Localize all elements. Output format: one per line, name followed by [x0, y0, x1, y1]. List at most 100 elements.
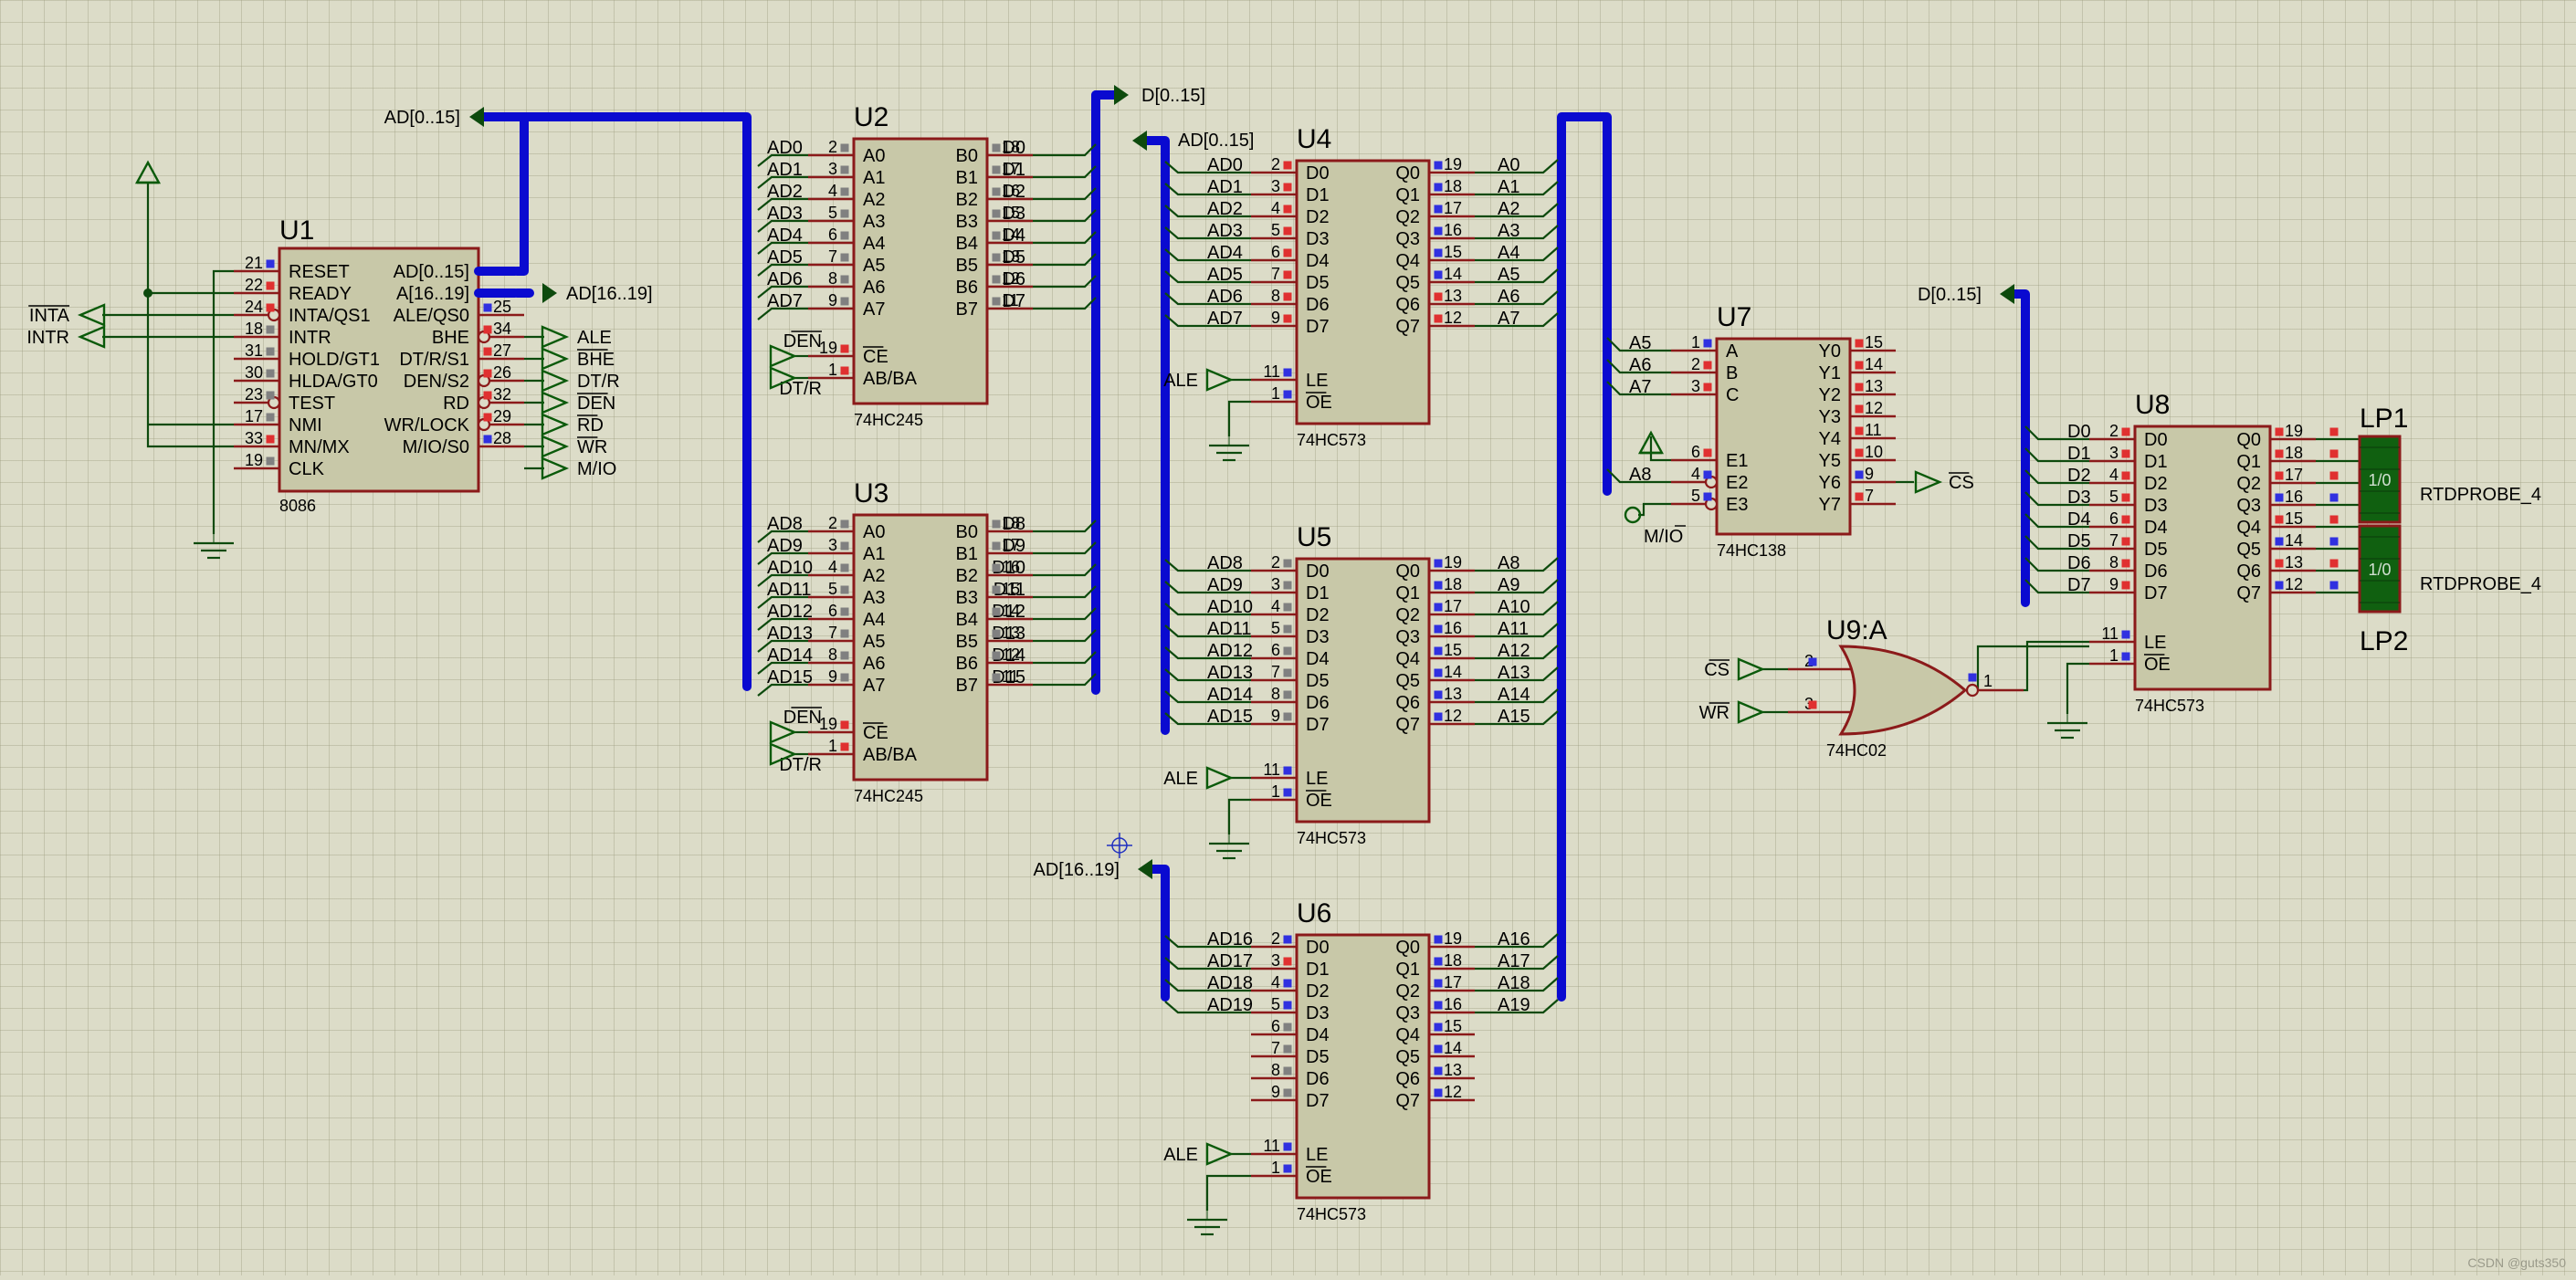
u8-lnum-8: 11 — [2101, 624, 2119, 643]
gate-u9 — [1788, 645, 2024, 736]
u1-rstate-4 — [483, 347, 492, 356]
u5-lnum-1: 3 — [1271, 575, 1280, 593]
u3-rlbl-7: B7 — [956, 676, 978, 696]
u2-rlbl-6: B6 — [956, 278, 978, 298]
u8-lwire-5 — [2024, 535, 2089, 551]
u7-lnum-1: 2 — [1691, 355, 1700, 373]
chip-u8 — [2089, 425, 2316, 691]
u3-rnum-0: 18 — [1002, 514, 1020, 532]
u7-lbl-5: E3 — [1726, 495, 1748, 515]
u2-lnum-0: 2 — [828, 138, 837, 156]
u1-lbl-4: HOLD/GT1 — [289, 350, 380, 370]
u6-lbl-8: LE — [1306, 1145, 1328, 1165]
u3-lstate-9 — [840, 742, 849, 751]
probe-ref-1: LP2 — [2360, 626, 2408, 656]
u3-lbl-6: A6 — [863, 654, 885, 674]
u5-lstate-1 — [1283, 581, 1292, 590]
u2-rnum-1: 17 — [1002, 160, 1020, 178]
u3-rlbl-4: B4 — [956, 610, 978, 630]
u2-lwire-5 — [757, 263, 808, 277]
u3-lbl-4: A4 — [863, 610, 885, 630]
u5-rlbl-0: Q0 — [1395, 561, 1420, 582]
u6-rstate-4 — [1434, 1023, 1443, 1032]
u4-rnum-6: 13 — [1444, 287, 1462, 305]
u4-lstate-0 — [1283, 161, 1292, 170]
u8-probe-pin-3 — [2329, 493, 2339, 502]
u8-lbl-8: LE — [2144, 633, 2166, 653]
u6-rnum-3: 16 — [1444, 995, 1462, 1013]
u5-rwire-2 — [1475, 601, 1559, 616]
u2-lstate-3 — [840, 209, 849, 218]
u8-rnum-0: 19 — [2285, 422, 2303, 440]
u2-rnet-0: D0 — [1002, 138, 1025, 158]
u1-out-terminal-icon-2 — [541, 369, 570, 393]
ad-bus-right — [1137, 136, 1170, 735]
u3-den-terminal-icon — [769, 720, 798, 744]
u8-rlbl-6: Q6 — [2236, 561, 2261, 582]
u4-rwire-4 — [1475, 247, 1559, 262]
u1-lnum-0: 21 — [245, 254, 263, 272]
u4-lstate-2 — [1283, 205, 1292, 214]
u4-lbl-4: D4 — [1306, 251, 1330, 271]
u7-rstate-1 — [1855, 361, 1864, 370]
u8-lnum-4: 6 — [2109, 509, 2119, 528]
u2-rstate-3 — [992, 209, 1001, 218]
u5-rnet-7: A15 — [1498, 707, 1530, 727]
u4-lnum-5: 7 — [1271, 265, 1280, 283]
u4-rwire-2 — [1475, 203, 1559, 218]
u3-lnet-7: AD15 — [767, 667, 813, 687]
u4-lnum-0: 2 — [1271, 155, 1280, 173]
u3-rlbl-1: B1 — [956, 544, 978, 564]
u4-lnum-3: 5 — [1271, 221, 1280, 239]
u2-rwire-3 — [1033, 209, 1097, 223]
u6-lnum-5: 7 — [1271, 1039, 1280, 1057]
u1-out-net-0: ALE — [577, 328, 612, 348]
u8-rstate-1 — [2275, 449, 2284, 458]
u5-lnet-4: AD12 — [1207, 641, 1253, 661]
u3-rnet-1: D9 — [1002, 536, 1025, 556]
u8-lnet-7: D7 — [2067, 575, 2091, 595]
u5-lbl-0: D0 — [1306, 561, 1330, 582]
u1-lstate-4 — [266, 347, 275, 356]
u4-lnum-1: 3 — [1271, 177, 1280, 195]
u3-rnet-3: D11 — [994, 580, 1025, 600]
u7-lbl-3: E1 — [1726, 451, 1748, 471]
u3-lnum-3: 5 — [828, 580, 837, 598]
u8-rnum-1: 18 — [2285, 444, 2303, 462]
u6-lstate-0 — [1283, 935, 1292, 944]
u6-lnum-1: 3 — [1271, 951, 1280, 970]
u8-lnet-1: D1 — [2067, 444, 2091, 464]
vcc-terminal-icon — [134, 160, 162, 184]
u4-rwire-0 — [1475, 159, 1559, 174]
intr-net-label: INTR — [26, 328, 69, 348]
u6-lwire-3 — [1164, 1001, 1251, 1014]
u5-rnum-0: 19 — [1444, 553, 1462, 572]
u1-rlbl-3: BHE — [432, 328, 469, 348]
u6-lnum-3: 5 — [1271, 995, 1280, 1013]
u3-lwire-6 — [757, 661, 808, 675]
u3-rnum-1: 17 — [1002, 536, 1020, 554]
u4-rwire-5 — [1475, 268, 1559, 284]
u3-lstate-7 — [840, 673, 849, 682]
u3-rstate-5 — [992, 629, 1001, 638]
u1-type: 8086 — [279, 497, 316, 515]
u3-lbl-2: A2 — [863, 566, 885, 586]
u2-body — [852, 137, 989, 405]
u3-lstate-5 — [840, 629, 849, 638]
u4-lstate-5 — [1283, 270, 1292, 279]
u6-lbl-9: OE — [1306, 1167, 1332, 1187]
u1-rnum-5: 26 — [493, 363, 511, 382]
u8-lnum-9: 1 — [2109, 646, 2119, 665]
u8-d-bus-label: D[0..15] — [1918, 285, 1982, 305]
u7-rlbl-6: Y6 — [1819, 473, 1841, 493]
ad-bus-main — [512, 112, 752, 691]
u1-rlbl-7: WR/LOCK — [384, 415, 470, 435]
u8-lnum-5: 7 — [2109, 531, 2119, 550]
u4-lstate-6 — [1283, 292, 1292, 301]
u2-rwire-2 — [1033, 187, 1097, 201]
u8-lnet-0: D0 — [2067, 422, 2091, 442]
u5-rlbl-5: Q5 — [1395, 671, 1420, 691]
u2-rnet-2: D2 — [1002, 182, 1025, 202]
